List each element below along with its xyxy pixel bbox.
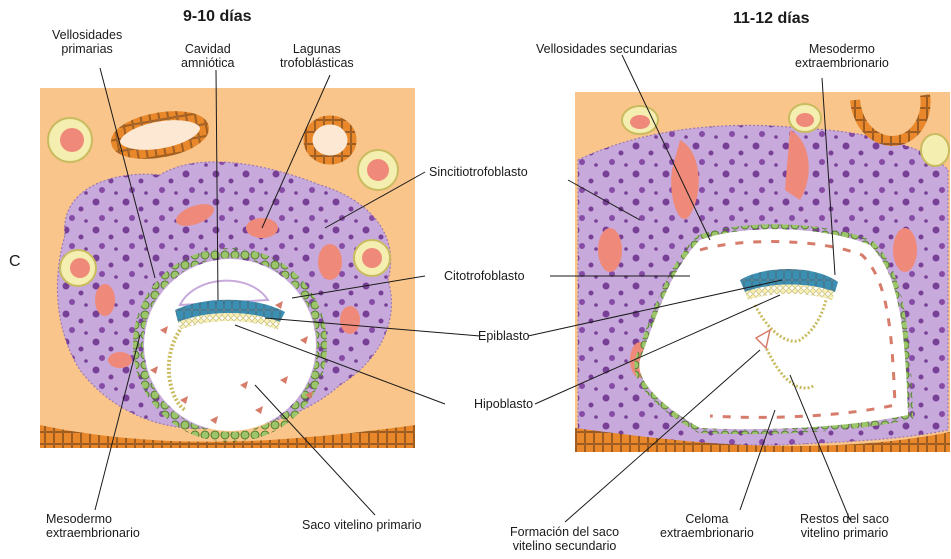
label-lagunas-trofoblasticas: Lagunas trofoblásticas [280,42,354,70]
label-saco-vitelino-primario: Saco vitelino primario [302,518,422,532]
label-restos-line2: vitelino primario [800,526,889,540]
label-mesodermo-top-line1: Mesodermo [795,42,889,56]
label-cavidad-amniotica: Cavidad amniótica [181,42,235,70]
label-restos-line1: Restos del saco [800,512,889,526]
label-lagunas-line1: Lagunas [280,42,354,56]
label-cavidad-amniotica-line1: Cavidad [181,42,235,56]
label-sincitiotrofoblasto: Sincitiotrofoblasto [429,165,528,179]
label-vellosidades-primarias: Vellosidades primarias [52,28,122,56]
label-celoma-line1: Celoma [660,512,754,526]
title-left: 9-10 días [183,8,251,26]
label-citotrofoblasto: Citotrofoblasto [444,269,525,283]
label-formacion-line2: vitelino secundario [510,539,619,553]
label-formacion-line1: Formación del saco [510,525,619,539]
left-panel [40,88,415,448]
label-mesodermo-bottom-line2: extraembrionario [46,526,140,540]
label-mesodermo-top-line2: extraembrionario [795,56,889,70]
label-cavidad-amniotica-line2: amniótica [181,56,235,70]
label-mesodermo-bottom-line1: Mesodermo [46,512,140,526]
label-restos-saco-vitelino: Restos del saco vitelino primario [800,512,889,540]
label-mesodermo-extraembrionario-bottom: Mesodermo extraembrionario [46,512,140,540]
label-celoma-line2: extraembrionario [660,526,754,540]
label-vellosidades-primarias-line1: Vellosidades [52,28,122,42]
title-right: 11-12 días [733,10,810,28]
label-epiblasto: Epiblasto [478,329,529,343]
label-formacion-saco-vitelino: Formación del saco vitelino secundario [510,525,619,553]
label-vellosidades-primarias-line2: primarias [52,42,122,56]
right-panel [575,92,950,452]
label-lagunas-line2: trofoblásticas [280,56,354,70]
panel-letter: C [9,253,21,271]
label-vellosidades-secundarias: Vellosidades secundarias [536,42,677,56]
label-celoma-extraembrionario: Celoma extraembrionario [660,512,754,540]
label-hipoblasto: Hipoblasto [474,397,533,411]
label-mesodermo-extraembrionario-top: Mesodermo extraembrionario [795,42,889,70]
